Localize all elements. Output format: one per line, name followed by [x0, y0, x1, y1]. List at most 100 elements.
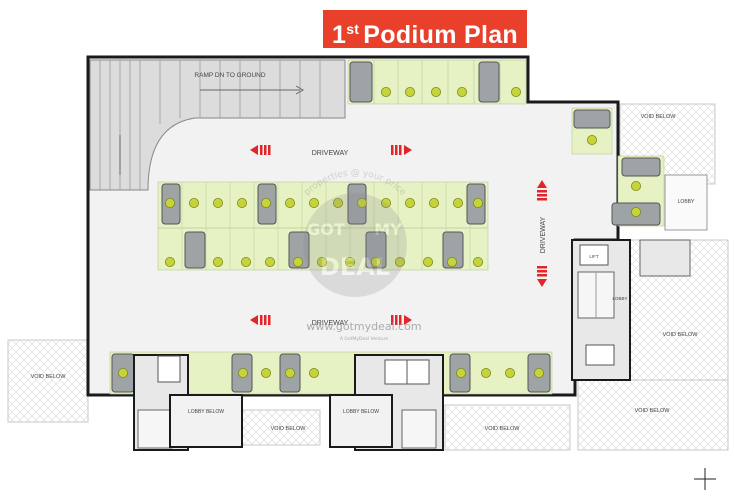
parking-spot-marker: [380, 197, 391, 208]
car: [442, 231, 464, 269]
arrow-down-side: [537, 266, 547, 287]
parking-spot-marker: [356, 197, 367, 208]
parking-spot-marker: [587, 134, 598, 145]
parking-column-right: [571, 107, 665, 227]
parking-spot-marker: [164, 197, 175, 208]
parking-spot-marker: [164, 256, 175, 267]
arrow-right-top: [391, 145, 412, 155]
parking-spot-marker: [284, 367, 295, 378]
lobby-below-label-center: LOBBY BELOW: [343, 409, 379, 415]
title-suffix: st: [346, 21, 360, 37]
parking-spot-marker: [472, 256, 483, 267]
parking-spot-marker: [237, 367, 248, 378]
parking-spot-marker: [455, 367, 466, 378]
parking-spot-marker: [188, 197, 199, 208]
zone-labels: DRIVEWAY DRIVEWAY DRIVEWAY VOID BELOW VO…: [31, 114, 699, 432]
watermark-my: MY: [374, 220, 402, 239]
ramp-label: RAMP DN TO GROUND: [194, 72, 265, 79]
parking-spot-marker: [394, 256, 405, 267]
arrow-up-side: [537, 180, 547, 201]
direction-arrows: [250, 145, 547, 325]
parking-spot-marker: [631, 180, 642, 191]
parking-spot-marker: [504, 367, 515, 378]
core-right: LIFT LOBBY: [571, 239, 691, 381]
core-left: LOBBY BELOW: [133, 354, 243, 451]
watermark-deal: DEAL: [320, 253, 390, 281]
parking-spot-marker: [404, 197, 415, 208]
void-area-bottom-mid: [444, 404, 571, 451]
driveway-label-top: DRIVEWAY: [312, 150, 349, 157]
watermark-got: GOT: [307, 220, 345, 239]
lift-box: [585, 344, 615, 366]
parking-spot-marker: [534, 367, 545, 378]
parking-spot-marker: [264, 256, 275, 267]
lift-box: [579, 244, 609, 266]
parking-spot-marker: [446, 256, 457, 267]
void-label-bottom-right: VOID BELOW: [635, 408, 671, 414]
lobby-below-label-left: LOBBY BELOW: [188, 409, 224, 415]
title-text: Podium Plan: [363, 21, 518, 49]
void-area-bottom-right: [577, 379, 729, 451]
watermark-sub: A GotMyDeal Venture: [340, 336, 388, 342]
parking-spot-marker: [284, 197, 295, 208]
parking-spots: [118, 87, 642, 378]
ramp: RAMP DN TO GROUND: [89, 59, 346, 191]
void-area-bottom-center: [239, 409, 321, 446]
car: [349, 61, 373, 103]
parking-spot-marker: [380, 87, 391, 98]
car: [621, 157, 661, 177]
parking-spot-marker: [308, 367, 319, 378]
lift-box: [639, 239, 691, 277]
parking-spot-marker: [260, 197, 271, 208]
parking-spot-marker: [240, 256, 251, 267]
lift-label: LIFT: [589, 254, 599, 259]
parking-spot-marker: [428, 197, 439, 208]
parking-spot-marker: [292, 256, 303, 267]
core-center: LOBBY BELOW: [329, 354, 444, 451]
parking-spot-marker: [308, 197, 319, 208]
parking-spot-marker: [631, 206, 642, 217]
car: [573, 109, 611, 129]
parking-spot-marker: [316, 256, 327, 267]
parking-spot-marker: [472, 197, 483, 208]
parking-spot-marker: [236, 197, 247, 208]
arrow-left-top: [250, 145, 271, 155]
parking-spot-marker: [118, 367, 129, 378]
car: [365, 231, 387, 269]
void-label-top-right: VOID BELOW: [641, 114, 677, 120]
parking-row-top: [347, 59, 527, 105]
parking-spot-marker: [332, 197, 343, 208]
arrow-left-bottom: [250, 315, 271, 325]
title-number: 1: [332, 21, 347, 49]
lobby-vertical-label: LOBBY: [612, 296, 627, 301]
watermark-circle: [303, 193, 407, 297]
arrow-right-bottom: [391, 315, 412, 325]
car: [478, 61, 500, 103]
parking-spot-marker: [260, 367, 271, 378]
parking-spot-marker: [480, 367, 491, 378]
car: [184, 231, 206, 269]
void-label-bottom-center: VOID BELOW: [271, 426, 307, 432]
parking-spot-marker: [430, 87, 441, 98]
parking-spot-marker: [370, 256, 381, 267]
parking-spot-marker: [510, 87, 521, 98]
void-label-bottom-mid: VOID BELOW: [485, 426, 521, 432]
driveway-label-bottom: DRIVEWAY: [312, 320, 349, 327]
parking-spot-marker: [344, 256, 355, 267]
lobby-label-right: LOBBY: [678, 199, 695, 205]
car: [288, 231, 310, 269]
parking-spot-marker: [404, 87, 415, 98]
parking-spot-marker: [456, 87, 467, 98]
void-area-left: [7, 339, 89, 423]
north-marker: [694, 468, 716, 490]
parking-block-middle: [157, 181, 489, 271]
driveway-label-side: DRIVEWAY: [540, 216, 547, 253]
watermark-url: www.gotmydeal.com: [306, 320, 421, 333]
void-label-right: VOID BELOW: [663, 332, 699, 338]
parking-spot-marker: [452, 197, 463, 208]
parking-spot-marker: [422, 256, 433, 267]
parking-spot-marker: [212, 256, 223, 267]
